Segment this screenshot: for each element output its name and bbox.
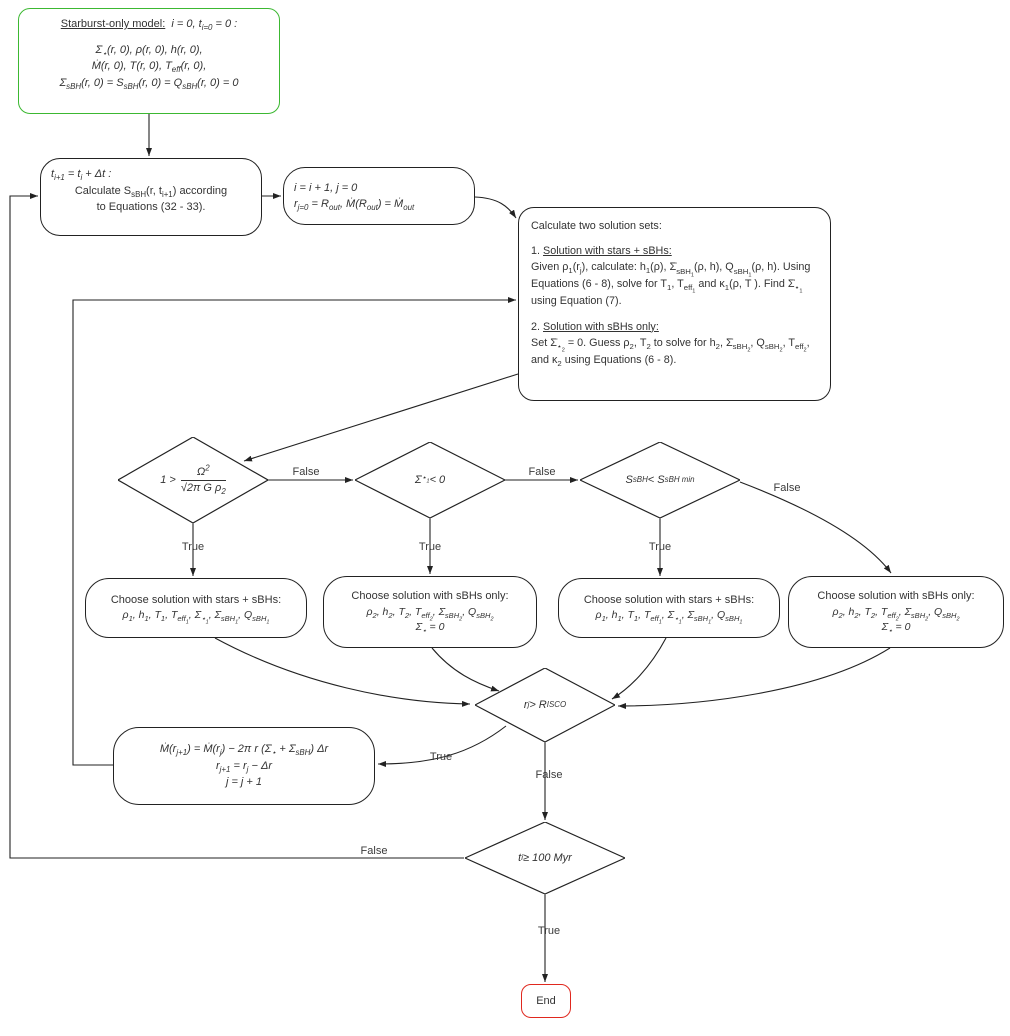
end-label: End — [536, 994, 556, 1007]
radial-step-line-3: j = j + 1 — [225, 776, 263, 789]
decision-omega-prefix: 1 > — [160, 473, 176, 486]
choose-sbh-box-1: Choose solution with sBHs only: ρ2, h2, … — [323, 576, 537, 648]
start-line-3: Σ̇sBH(r, 0) = SsBH(r, 0) = QsBH(r, 0) = … — [59, 76, 239, 91]
edge-label-omega-false: False — [292, 466, 320, 478]
decision-omega-label: 1 > Ω2 √2π G ρ2 — [118, 437, 268, 523]
decision-omega-fraction: Ω2 √2π G ρ2 — [180, 464, 226, 496]
edge-label-ssbh-true: True — [648, 541, 672, 553]
choose-sbh-1-title: Choose solution with sBHs only: — [351, 590, 509, 602]
choose-stars-1-vars: ρ1, h1, T1, Teff1, Σ̇⋆1, Σ̇sBH1, QsBH1 — [122, 609, 270, 626]
decision-omega-numerator: Ω2 — [180, 464, 226, 481]
edge-label-time-true: True — [537, 925, 561, 937]
choose-stars-1-title: Choose solution with stars + sBHs: — [110, 593, 282, 606]
decision-omega-denominator: √2π G ρ2 — [180, 481, 226, 496]
init-j-line-2: rj=0 = Rout, Ṁ(Rout) = Ṁout — [294, 198, 415, 213]
timestep-calc-line-2: to Equations (32 - 33). — [96, 201, 206, 213]
calc-section1-number: 1. — [531, 245, 541, 258]
start-title-line: Starburst-only model: i = 0, ti=0 = 0 : — [29, 16, 269, 33]
diamond-shape — [580, 442, 740, 518]
radial-step-line-2: rj+1 = rj − Δr — [215, 759, 272, 774]
calc-section2-number: 2. — [531, 320, 541, 333]
choose-stars-box-2: Choose solution with stars + sBHs: ρ1, h… — [558, 578, 780, 638]
calc-section1-heading: 1. Solution with stars + sBHs: — [531, 243, 818, 259]
edge-label-sigma-false: False — [528, 466, 556, 478]
calc-section1-label: Solution with stars + sBHs: — [543, 245, 672, 258]
choose-stars-box-1: Choose solution with stars + sBHs: ρ1, h… — [85, 578, 307, 638]
calc-intro: Calculate two solution sets: — [531, 220, 662, 232]
calc-section1-body: Given ρ1(rj), calculate: h1(ρ), Σ̇sBH1(ρ… — [531, 261, 811, 307]
start-line-2: Ṁ(r, 0), T(r, 0), Teff(r, 0), — [91, 60, 207, 75]
decision-sigma-diamond: Σ̇⋆1 < 0 — [355, 442, 505, 518]
arrow-ssbh-false-to-choose-sbh2 — [739, 481, 892, 574]
edge-label-time-false: False — [360, 845, 388, 857]
decision-omega-diamond: 1 > Ω2 √2π G ρ2 — [118, 437, 268, 523]
choose-sbh-1-zero: Σ̇⋆ = 0 — [415, 621, 445, 636]
timestep-node: ti+1 = ti + Δt : Calculate SsBH(r, ti+1)… — [40, 158, 262, 236]
diamond-shape — [465, 822, 625, 894]
init-j-node: i = i + 1, j = 0 rj=0 = Rout, Ṁ(Rout) = … — [283, 167, 475, 225]
radial-step-line-1: Ṁ(rj+1) = Ṁ(rj) − 2π r (Σ̇⋆ + Σ̇sBH) Δr — [159, 743, 329, 758]
choose-stars-2-vars: ρ1, h1, T1, Teff1, Σ̇⋆1, Σ̇sBH1, QsBH1 — [595, 609, 743, 626]
choose-sbh-2-zero: Σ̇⋆ = 0 — [881, 621, 911, 636]
decision-sigma-label: Σ̇⋆1 < 0 — [414, 473, 446, 486]
start-params: i = 0, ti=0 = 0 : — [171, 18, 238, 33]
edge-label-ssbh-false: False — [773, 482, 801, 494]
timestep-calc-line-1: Calculate SsBH(r, ti+1) according — [74, 184, 228, 199]
calc-solutions-node: Calculate two solution sets: 1. Solution… — [518, 207, 831, 401]
radial-step-node: Ṁ(rj+1) = Ṁ(rj) − 2π r (Σ̇⋆ + Σ̇sBH) Δr … — [113, 727, 375, 805]
start-line-1: Σ̇⋆(r, 0), ρ(r, 0), h(r, 0), — [95, 43, 203, 58]
choose-stars-2-title: Choose solution with stars + sBHs: — [583, 593, 755, 606]
choose-sbh-box-2: Choose solution with sBHs only: ρ2, h2, … — [788, 576, 1004, 648]
choose-sbh-2-title: Choose solution with sBHs only: — [817, 590, 975, 602]
edge-label-risco-false: False — [535, 769, 563, 781]
timestep-equation: ti+1 = ti + Δt : — [51, 168, 112, 183]
choose-sbh-1-vars: ρ2, h2, T2, Teff2, Σ̇sBH2, QsBH2 — [366, 605, 494, 623]
edge-label-omega-true: True — [181, 541, 205, 553]
arrow-choose-sbh2-to-risco — [617, 647, 891, 709]
calc-section2-body: Set Σ̇⋆2 = 0. Guess ρ2, T2 to solve for … — [531, 336, 810, 368]
calc-section2-label: Solution with sBHs only: — [543, 320, 659, 333]
choose-sbh-2-vars: ρ2, h2, T2, Teff2, Σ̇sBH2, QsBH2 — [832, 605, 960, 623]
init-j-line-1: i = i + 1, j = 0 — [294, 181, 358, 194]
end-node: End — [521, 984, 571, 1018]
start-title: Starburst-only model: — [60, 18, 166, 30]
edge-label-risco-true: True — [429, 751, 453, 763]
arrow-radial-step-loop-to-calc — [72, 297, 516, 766]
edge-label-sigma-true: True — [418, 541, 442, 553]
calc-section2-heading: 2. Solution with sBHs only: — [531, 319, 818, 335]
arrow-choose-stars2-to-risco — [611, 637, 667, 700]
start-node: Starburst-only model: i = 0, ti=0 = 0 : … — [18, 8, 280, 114]
arrow-initj-to-calc — [474, 196, 517, 219]
